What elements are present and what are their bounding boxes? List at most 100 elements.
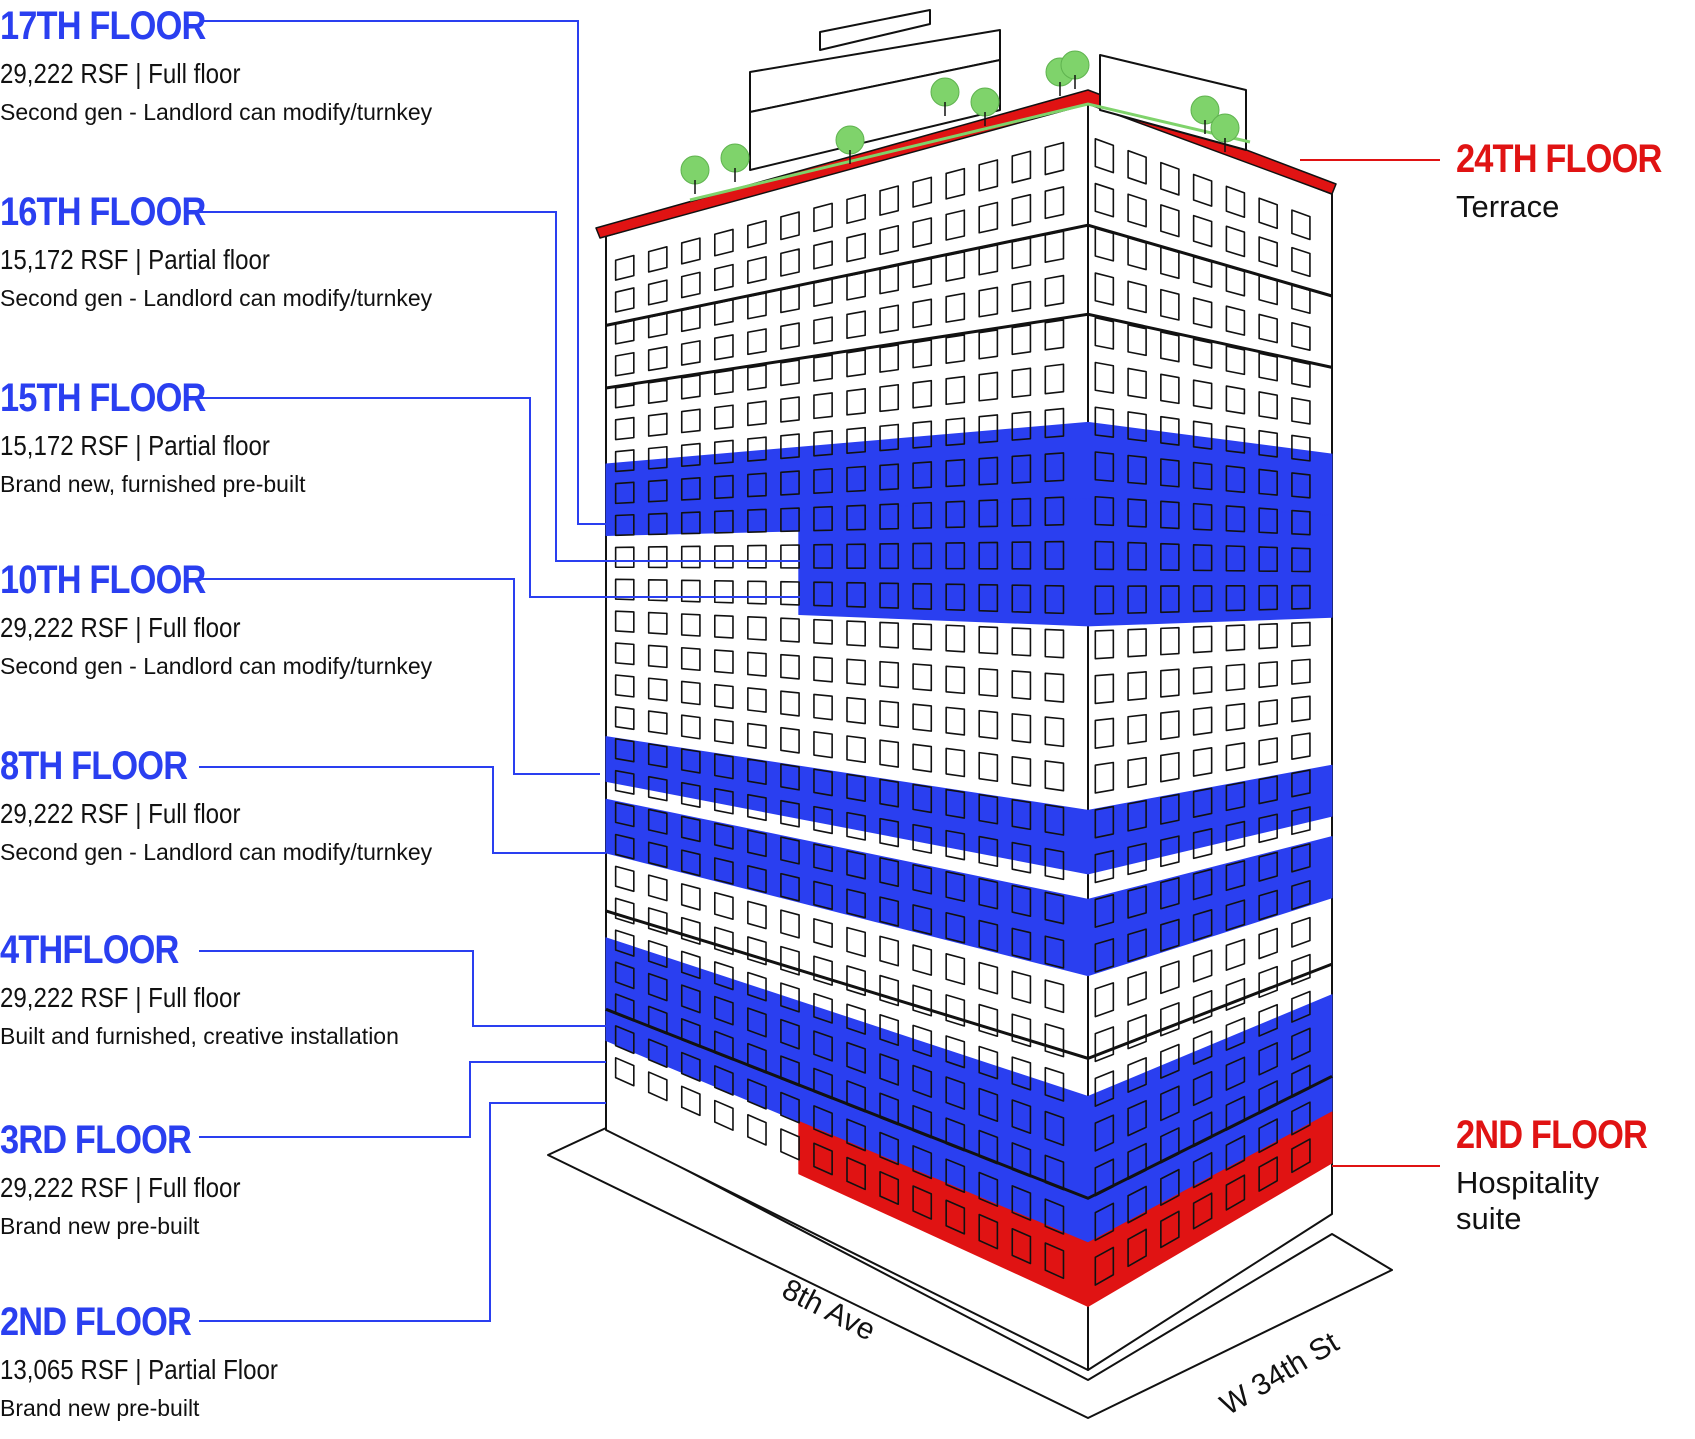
- window: [1192, 706, 1213, 736]
- window: [1094, 1202, 1115, 1242]
- window: [978, 1087, 999, 1123]
- window: [713, 787, 734, 815]
- window: [1011, 324, 1032, 356]
- window: [879, 542, 900, 570]
- tree-icon: [720, 143, 750, 173]
- window: [1258, 429, 1278, 458]
- window: [1011, 1099, 1032, 1135]
- window: [1044, 1110, 1065, 1147]
- window: [1094, 495, 1115, 527]
- window: [1044, 1023, 1065, 1058]
- window: [978, 414, 999, 444]
- window: [647, 611, 668, 635]
- window: [713, 891, 734, 921]
- window: [879, 1170, 900, 1206]
- window: [1192, 585, 1213, 613]
- window: [912, 542, 933, 570]
- window: [647, 677, 668, 702]
- floor-band-side-3: [1087, 836, 1333, 977]
- window: [1225, 938, 1246, 971]
- window: [647, 479, 668, 503]
- window: [912, 1145, 933, 1180]
- window: [1127, 799, 1147, 832]
- window: [879, 817, 900, 848]
- window: [614, 833, 635, 860]
- window: [945, 1158, 966, 1194]
- window: [846, 735, 866, 764]
- window: [945, 994, 966, 1027]
- window: [713, 509, 734, 534]
- window: [846, 465, 866, 493]
- window: [1127, 149, 1147, 185]
- window: [1044, 935, 1065, 969]
- window: [1225, 624, 1246, 652]
- window: [747, 758, 767, 786]
- window: [945, 788, 966, 819]
- window: [1160, 1002, 1180, 1037]
- window: [680, 511, 701, 535]
- window: [1127, 671, 1147, 702]
- window: [1160, 918, 1180, 952]
- window: [1225, 545, 1246, 572]
- window: [1044, 672, 1065, 703]
- window: [945, 1076, 966, 1110]
- window: [1160, 1168, 1180, 1206]
- window: [813, 430, 833, 457]
- window: [1044, 847, 1065, 881]
- tree-icon: [930, 77, 960, 107]
- window: [912, 743, 933, 773]
- window: [1011, 497, 1032, 527]
- floor-description: Built and furnished, creative installati…: [0, 1023, 399, 1049]
- window: [1160, 458, 1180, 488]
- window: [813, 1142, 833, 1176]
- window: [1044, 1242, 1065, 1280]
- window: [1094, 893, 1115, 928]
- window: [813, 392, 833, 420]
- window: [1160, 288, 1180, 321]
- window: [614, 769, 635, 795]
- leader-line-4: [199, 766, 606, 854]
- window: [680, 1085, 701, 1117]
- window: [614, 1025, 635, 1055]
- window: [680, 271, 701, 299]
- window: [713, 961, 734, 991]
- window: [614, 738, 635, 763]
- terrace-parapet: [595, 89, 1337, 239]
- window: [747, 364, 767, 391]
- window: [1192, 379, 1213, 410]
- window: [1160, 373, 1180, 405]
- window: [614, 642, 635, 666]
- window: [1011, 584, 1032, 614]
- window: [1258, 507, 1278, 534]
- window: [780, 763, 800, 791]
- window: [945, 953, 966, 986]
- window: [1291, 658, 1311, 685]
- window: [879, 778, 900, 808]
- window: [747, 829, 767, 858]
- window: [1094, 1246, 1115, 1286]
- window: [879, 621, 900, 649]
- window: [680, 1051, 701, 1082]
- window: [1011, 927, 1032, 961]
- window: [1192, 1030, 1213, 1065]
- window: [1094, 540, 1115, 571]
- floor-title: 24TH FLOOR: [1456, 137, 1662, 181]
- window: [1291, 732, 1311, 760]
- window: [1044, 141, 1065, 176]
- roof-mechanical: [819, 9, 931, 51]
- window: [813, 955, 833, 986]
- window: [1291, 879, 1311, 911]
- window: [1011, 1013, 1032, 1048]
- window: [647, 907, 668, 935]
- window: [912, 217, 933, 248]
- window: [879, 974, 900, 1007]
- window: [647, 279, 668, 306]
- window: [1094, 316, 1115, 350]
- window: [680, 646, 701, 672]
- window: [647, 1038, 668, 1069]
- floor-description: Brand new pre-built: [0, 1213, 200, 1239]
- leader-line-6: [199, 1061, 606, 1138]
- window: [912, 623, 933, 651]
- floor-label-2: 2ND FLOOR 13,065 RSF | Partial Floor Bra…: [0, 1300, 323, 1422]
- window: [1127, 411, 1147, 442]
